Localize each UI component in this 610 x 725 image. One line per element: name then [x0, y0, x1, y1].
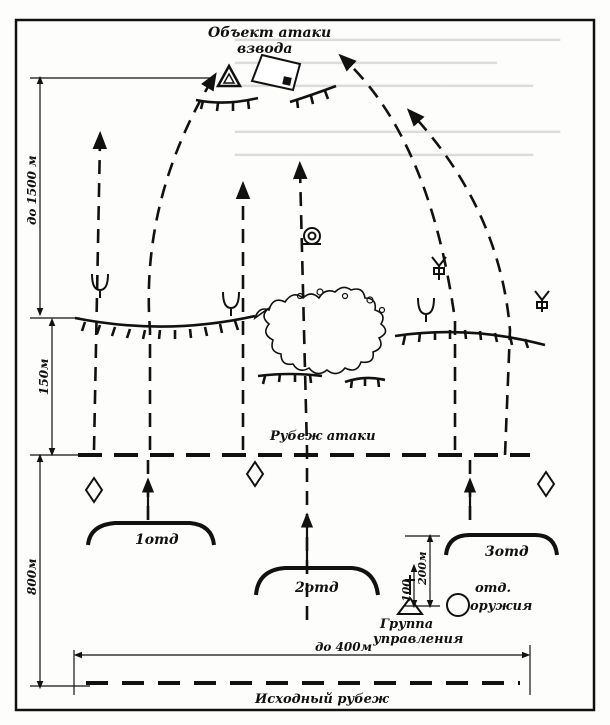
circle-unit-icon: [446, 593, 470, 617]
weapons-squad-label-1: отд.: [475, 581, 511, 596]
arrow-left-outer: [92, 130, 108, 451]
enemy-trench-objective: [195, 84, 337, 112]
squad-2-label: 2отд: [294, 580, 339, 596]
arrow-right-outer: [406, 108, 512, 456]
squad-3-label: 3отд: [485, 544, 529, 560]
rhombus-marker-icon: [84, 460, 556, 504]
dim-150-label: 150м: [37, 359, 51, 395]
squad-2-position: [254, 566, 380, 596]
diagram-frame: [14, 18, 596, 712]
commander-flag-icon: [396, 575, 424, 615]
arrow-center: [292, 160, 309, 620]
squad-3-position: [444, 533, 559, 556]
forest-area: [253, 286, 387, 375]
start-line-label: Исходный рубеж: [254, 692, 390, 707]
dimension-width: [73, 645, 531, 695]
squad-1-position: [86, 521, 216, 546]
enemy-trench-center: [257, 372, 386, 389]
mortar-icon: [303, 227, 321, 245]
squad-1-label: 1отд: [135, 532, 179, 548]
enemy-trench-right: [394, 329, 546, 349]
forest-dots: [296, 288, 386, 314]
dim-200-label: 200м: [416, 552, 429, 586]
dim-depth-label: до 1500 м: [25, 155, 39, 225]
attack-arrows: [92, 53, 512, 620]
machine-gun-icon: [431, 256, 550, 312]
bleed-through-text: ━━━━━━━━━━━━━━━━━━━━━━━━━━━━━━━━━━━━━━━━…: [235, 33, 561, 164]
solid-arrows: [141, 477, 477, 560]
tank-icon: [250, 53, 302, 92]
dim-800-label: 800м: [25, 559, 39, 595]
dimension-control-offset: [405, 533, 440, 609]
arrow-right-arc: [338, 53, 457, 450]
objective-label-1: Объект атаки: [208, 25, 331, 41]
enemy-trench-left: [74, 314, 256, 340]
control-group-label-1: Группа: [379, 617, 433, 632]
dimension-depth: [30, 75, 215, 690]
attack-line-label: Рубеж атаки: [269, 429, 376, 444]
antitank-gun-icon: [91, 273, 435, 322]
triangle-marker-icon: [215, 63, 243, 88]
weapons-squad-label-2: оружия: [470, 599, 532, 614]
dim-width-label: до 400м: [315, 640, 372, 654]
objective-label-2: взвода: [237, 41, 292, 57]
control-group-label-2: управления: [372, 632, 463, 647]
arrow-left-arc: [147, 72, 217, 450]
